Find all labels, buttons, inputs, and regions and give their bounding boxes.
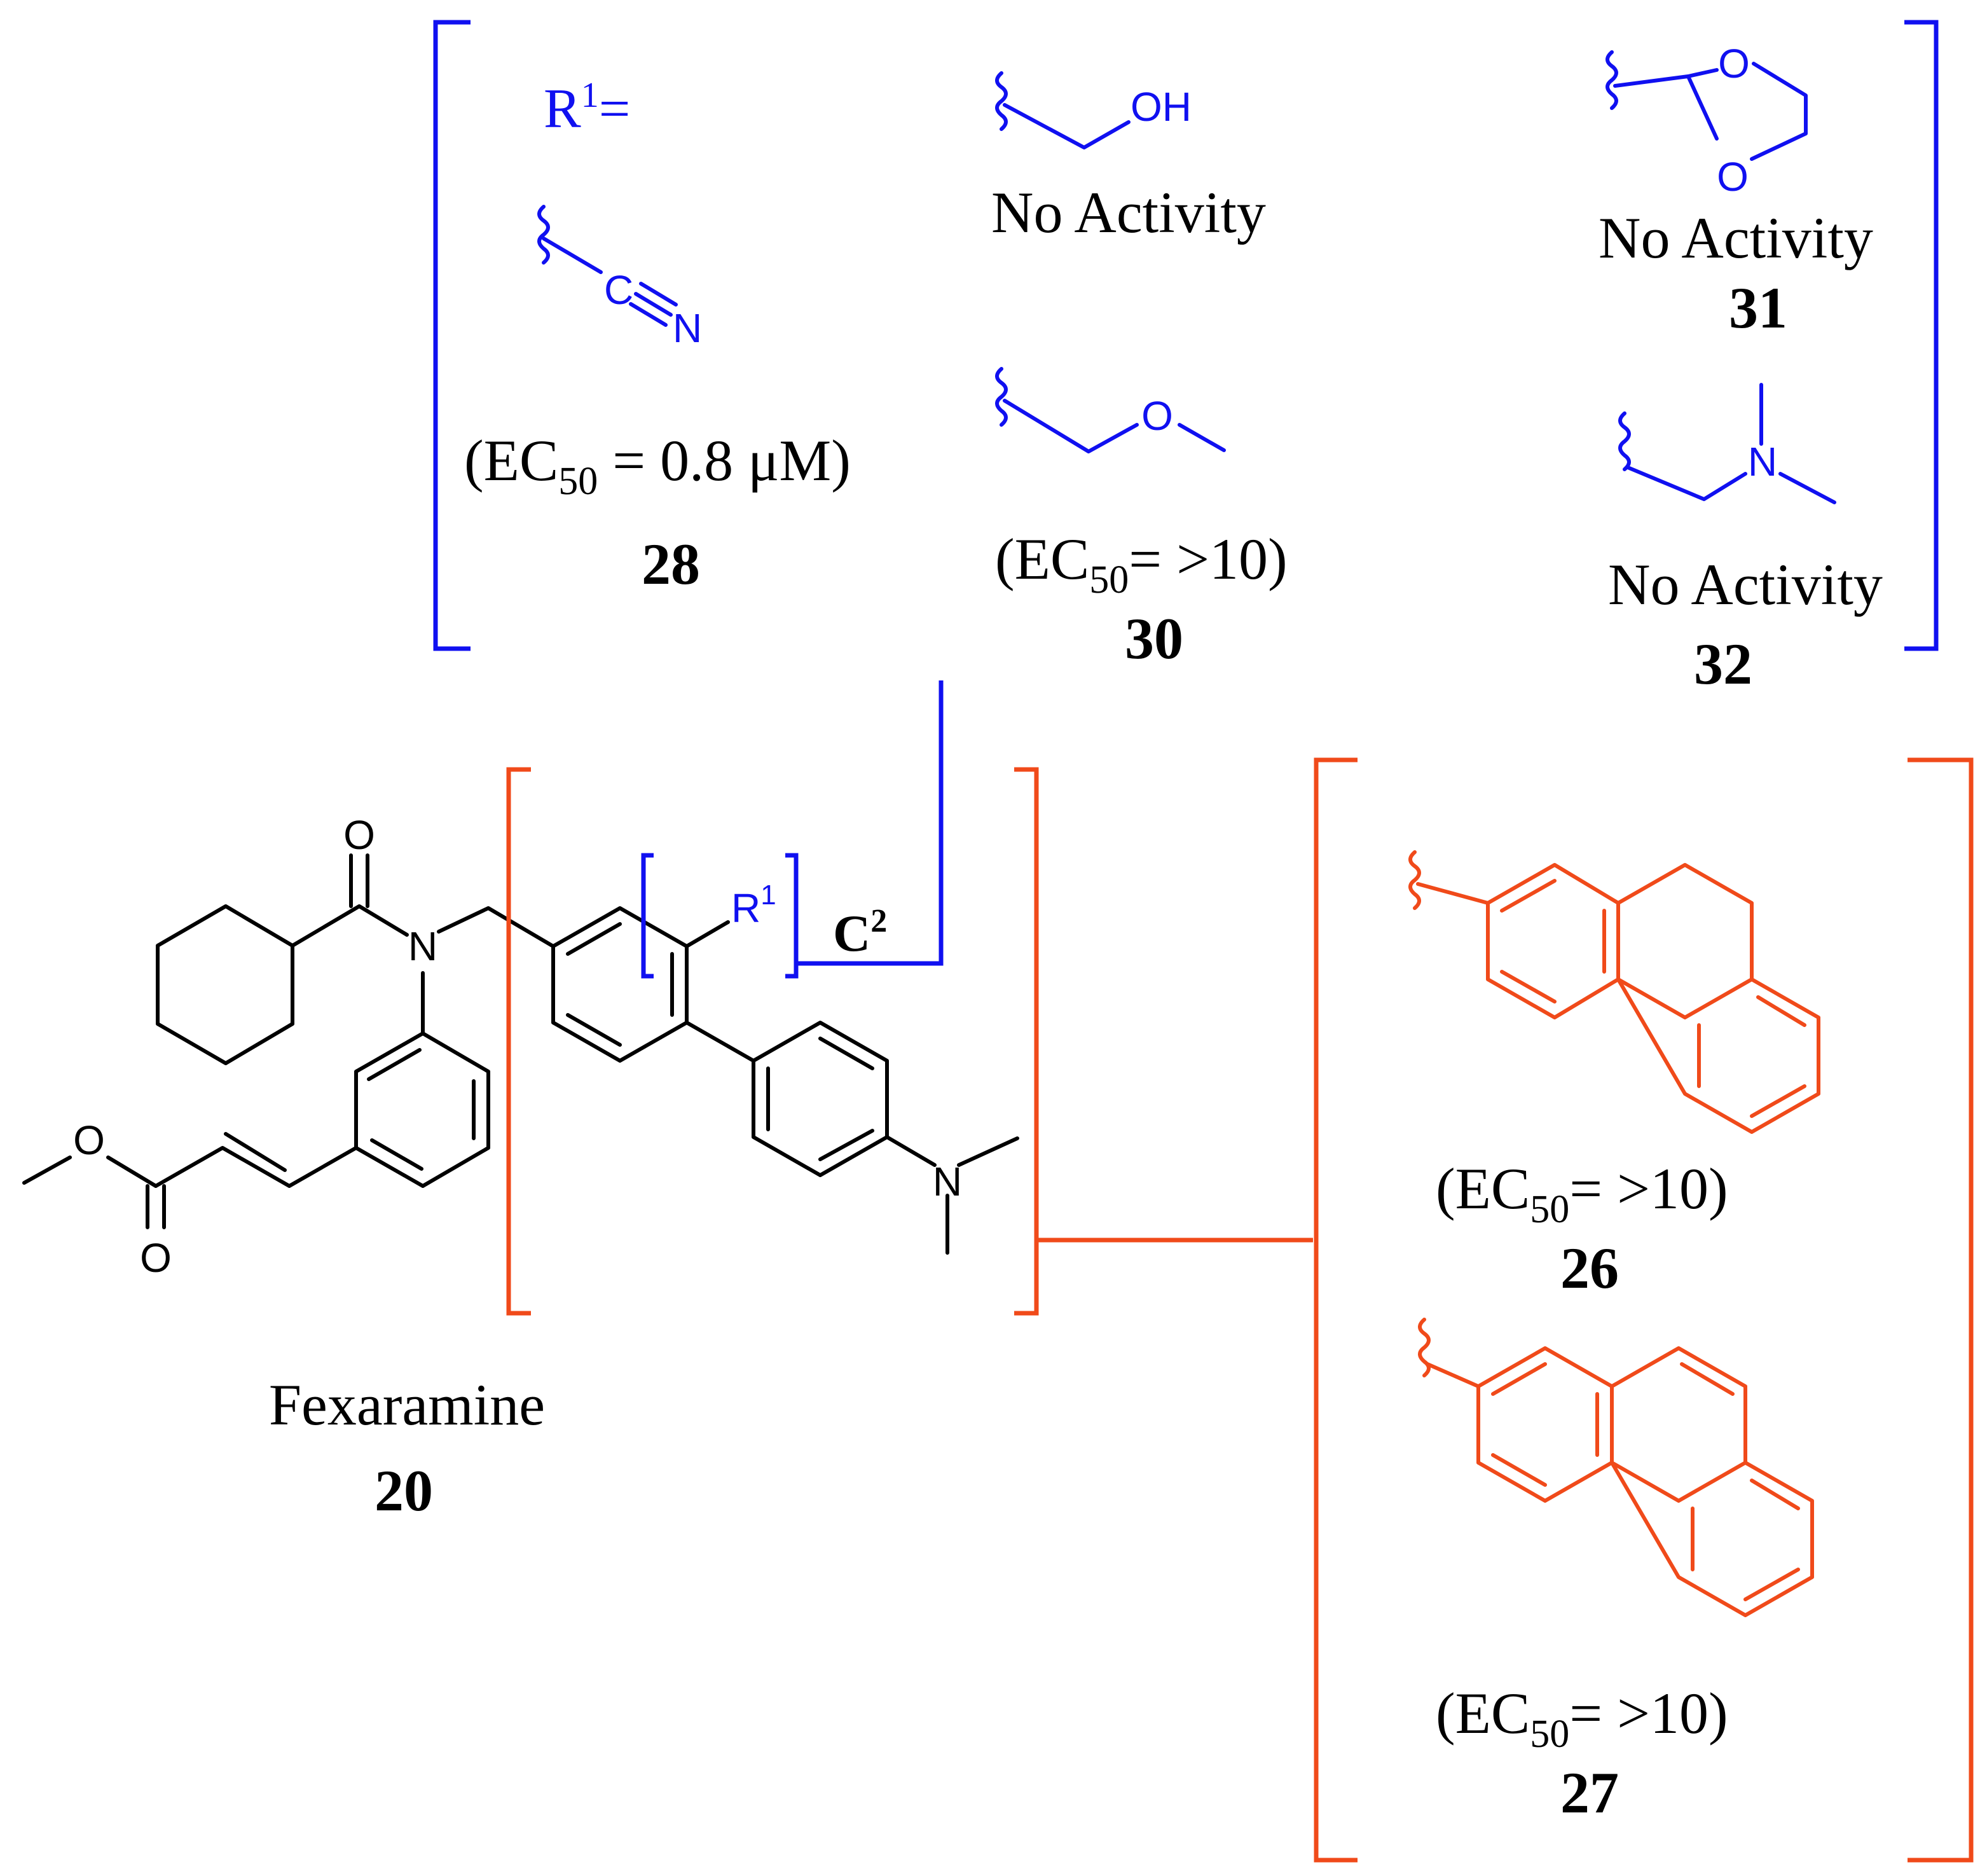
dimethylamino-bonds [885,1135,1019,1255]
compound-28-number: 28 [642,532,700,597]
cyclohexane-ring [156,904,294,1065]
ring-b-bonds [1610,1346,1747,1465]
ch2-bonds [1003,103,1131,149]
nitrile-carbon-label: C [604,267,633,313]
amine-nitrogen-label: N [1748,439,1777,485]
ring-c [1610,1461,1814,1617]
dioxolane-oxygen-top: O [1718,41,1750,86]
fexaramine-number: 20 [375,1458,433,1523]
ether-bonds [1003,399,1226,453]
r1-connector-line [798,680,944,966]
compound-31-activity: No Activity [1599,205,1873,270]
attachment-wavy-bond [995,71,1008,131]
compound-30-number: 30 [1125,606,1183,671]
dimethylaminomethyl-substituent: N [1618,383,1836,504]
attachment-wavy-bond [1618,411,1631,471]
hydroxymethyl-substituent: OH [995,71,1192,149]
compound-30-ec50: (EC50= >10) [995,527,1288,602]
compound-28-ec50: (EC50 = 0.8 μM) [464,428,851,503]
ether-oxygen-label: O [1141,393,1173,439]
attachment-wavy-bond [1605,50,1618,110]
c2-right-bracket [785,853,799,979]
ring-c-inner-bonds [1697,995,1806,1118]
hydroxyl-label: OH [1131,84,1192,130]
c2-left-bracket [641,853,654,979]
compound-26-number: 26 [1560,1236,1619,1300]
dihydrophenanthrene-substituent [1408,850,1820,1134]
ester-carbonyl-double-bond [146,1184,166,1229]
ring-a-inner-bonds [1491,1362,1599,1487]
phenyl-ring-b [551,906,689,1063]
phenyl-ring-c [752,1021,889,1177]
compound-27-ec50: (EC50= >10) [1436,1681,1728,1756]
phenyl-ring-a-inner-bonds [367,1048,476,1171]
biaryl-right-bracket [1014,767,1039,1316]
compound-32-number: 32 [1694,631,1752,696]
attachment-wavy-bond [1408,850,1421,910]
acrylate-chain-bonds [154,1146,358,1188]
fexaramine-name: Fexaramine [269,1372,545,1437]
r1-definition: R1= [544,76,630,140]
r1-attachment-bond [685,920,730,948]
alkene-inner-bond [224,1132,287,1172]
amide-oxygen-label: O [343,812,375,858]
amine-bonds [1626,383,1836,504]
phenanthrene-substituent [1418,1318,1814,1617]
aryl-panel: (EC50= >10) 26 (EC50= >10) 27 [1314,757,1974,1863]
ring-a [1486,863,1620,1019]
methoxymethyl-substituent: O [995,367,1226,453]
ring-c-inner-bonds [1691,1479,1800,1601]
aryl-attachment-bond [1426,1362,1480,1388]
ethylene-bridge [1616,863,1754,981]
ch-bond [542,237,603,274]
r1-panel-left-bracket [433,20,471,651]
ring-b-inner-bond [1680,1362,1735,1396]
ring-a-inner-bonds [1500,879,1606,1004]
dioxolane-ring-bonds [1613,62,1808,161]
benzyl-ch2-bonds [437,906,555,948]
aryl-panel-left-bracket [1314,757,1358,1863]
compound-26-ec50: (EC50= >10) [1436,1156,1728,1231]
phenyl-ring-c-inner-bonds [766,1037,874,1161]
phenyl-ring-a [354,1031,490,1188]
carbonyl-oxygen-label: O [140,1235,172,1281]
compound-32-activity: No Activity [1608,552,1883,617]
compound-31-number: 31 [1729,275,1787,340]
r1-position-label: R1 [731,879,776,931]
fexaramine-structure: O N O O R1 C2 N [22,812,1019,1281]
attachment-wavy-bond [995,367,1008,427]
ester-oxygen-bonds [22,1155,158,1188]
aryl-attachment-bond [1416,882,1490,905]
nitrile-nitrogen-label: N [673,305,702,351]
r1-panel-right-bracket [1904,20,1939,651]
amide-carbon-bonds [291,904,409,948]
triple-bond [629,282,678,327]
c2-label: C2 [833,903,887,962]
dioxolane-oxygen-bottom: O [1717,154,1749,200]
compound-27-number: 27 [1560,1760,1619,1825]
ring-a [1476,1346,1614,1503]
ester-oxygen-label: O [73,1117,105,1163]
r1-panel: R1= C N (EC50 = 0.8 μM) 28 OH No Activit… [433,20,1939,966]
dioxolane-substituent: O O [1605,41,1808,200]
amide-nitrogen-label: N [408,923,437,969]
attachment-wavy-bond [537,205,550,265]
biaryl-left-bracket [506,767,531,1316]
hydroxymethyl-activity: No Activity [991,180,1266,245]
biaryl-bond [685,1021,755,1063]
aryl-panel-right-bracket [1908,757,1974,1863]
phenyl-ring-b-inner-bonds [566,922,674,1047]
ring-c [1616,977,1820,1134]
attachment-wavy-bond [1418,1318,1431,1377]
amide-carbonyl-double-bond [349,853,369,908]
nitrile-substituent: C N [537,205,702,351]
dimethylamino-nitrogen-label: N [933,1159,962,1204]
